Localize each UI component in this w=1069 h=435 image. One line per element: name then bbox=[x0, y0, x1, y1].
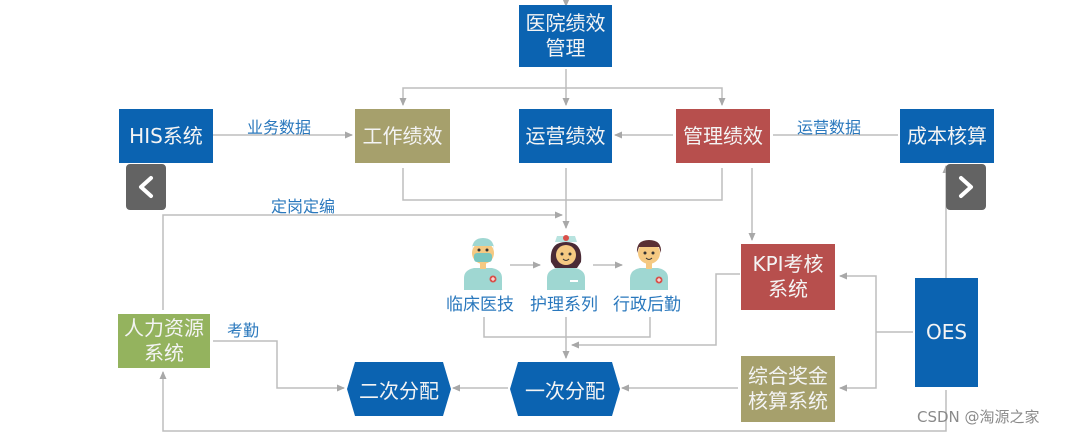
edge-oes-kpi bbox=[839, 272, 877, 332]
node-operations-performance: 运营绩效 bbox=[519, 109, 612, 163]
edge-hpm-work bbox=[399, 87, 566, 106]
edge-hr-second bbox=[213, 340, 345, 392]
node-bonus-accounting-system: 综合奖金 核算系统 bbox=[741, 356, 835, 422]
watermark: CSDN @淘源之家 bbox=[917, 408, 1040, 426]
doctor-icon bbox=[464, 238, 502, 290]
edge-oes-hr bbox=[159, 371, 947, 432]
hexagon-shape bbox=[510, 362, 620, 416]
admin-staff-icon bbox=[630, 240, 668, 290]
edge-oes-bonus bbox=[839, 332, 877, 392]
edge-roles-merge bbox=[483, 317, 651, 338]
role-label-nursing: 护理系列 bbox=[530, 295, 598, 315]
role-label-admin: 行政后勤 bbox=[613, 295, 681, 315]
edge-hpm-mgmt bbox=[566, 87, 726, 106]
node-second-allocation: 二次分配 bbox=[347, 362, 451, 416]
chevron-left-icon bbox=[139, 176, 153, 198]
chevron-right-icon bbox=[959, 176, 973, 198]
edge-work-down bbox=[402, 168, 723, 201]
node-kpi-system: KPI考核 系统 bbox=[741, 244, 835, 310]
node-management-performance: 管理绩效 bbox=[676, 109, 770, 163]
hexagon-shape bbox=[347, 362, 451, 416]
next-button[interactable] bbox=[946, 164, 986, 210]
edge-label-business-data: 业务数据 bbox=[247, 118, 312, 137]
edge-label-ops-data: 运营数据 bbox=[797, 118, 862, 137]
node-first-allocation: 一次分配 bbox=[510, 362, 620, 416]
node-his-system: HIS系统 bbox=[119, 109, 213, 163]
edge-kpi-first bbox=[571, 273, 740, 349]
node-work-performance: 工作绩效 bbox=[355, 109, 450, 163]
node-hr-system: 人力资源 系统 bbox=[118, 314, 210, 368]
nurse-icon bbox=[547, 235, 585, 290]
node-hospital-performance-management: 医院绩效 管理 bbox=[519, 5, 612, 67]
previous-button[interactable] bbox=[126, 164, 166, 210]
edge-label-post-staffing: 定岗定编 bbox=[271, 197, 336, 216]
edge-hr-staffing bbox=[162, 211, 563, 310]
role-label-clinical: 临床医技 bbox=[446, 295, 514, 315]
node-oes: OES bbox=[915, 278, 978, 387]
node-cost-accounting: 成本核算 bbox=[900, 109, 994, 163]
edge-label-attendance: 考勤 bbox=[227, 321, 260, 340]
